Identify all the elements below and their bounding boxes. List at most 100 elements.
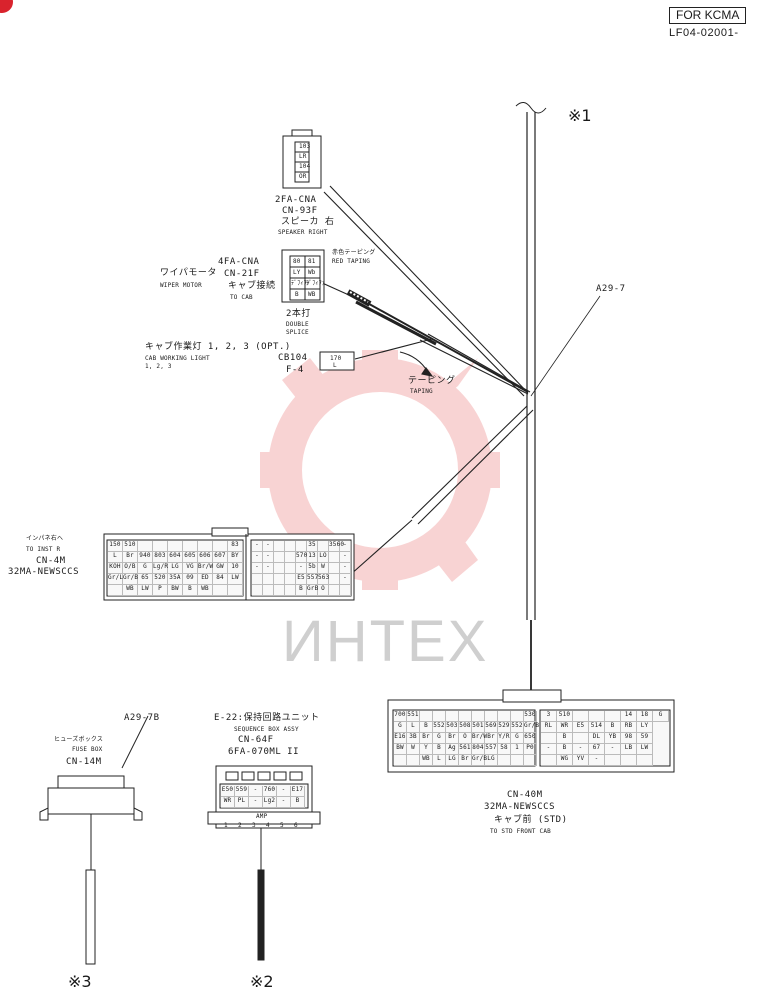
connector-pin	[263, 574, 274, 585]
fuse-cn-number: CN-14M	[66, 757, 102, 767]
connector-pin: 569	[485, 722, 498, 733]
connector-pin	[433, 711, 446, 722]
cn40m-jp-label: キャブ前 (STD)	[494, 815, 568, 825]
wiper-pin: WB	[308, 291, 316, 298]
connector-pin: G	[138, 563, 153, 574]
connector-pin	[274, 585, 285, 596]
wiper-pin: 81	[308, 258, 316, 265]
connector-pin: L	[433, 755, 446, 766]
pin-number: 4	[266, 822, 270, 829]
connector-pin	[541, 755, 557, 766]
connector-pin: B	[291, 797, 305, 808]
speaker-connector	[282, 129, 322, 189]
connector-pin: -	[277, 797, 291, 808]
connector-pin: 3B	[407, 733, 420, 744]
wiper-connector-code: 4FA-CNA	[218, 257, 260, 267]
connector-pin: Y/R	[498, 733, 511, 744]
speaker-pin: OR	[299, 173, 307, 180]
connector-pin: Lg/R	[153, 563, 168, 574]
connector-pin: B	[433, 744, 446, 755]
connector-pin: Br	[485, 733, 498, 744]
connector-pin: LY	[637, 722, 653, 733]
wiper-cn-number: CN-21F	[224, 269, 260, 279]
connector-pin	[329, 585, 340, 596]
connector-pin: -	[589, 755, 605, 766]
connector-pin: 3560	[329, 541, 344, 552]
corner-marker	[0, 0, 13, 13]
connector-pin: Br	[446, 733, 459, 744]
connector-pin: -	[249, 786, 263, 797]
connector-pin: 552	[511, 722, 524, 733]
connector-pin: 1	[511, 744, 524, 755]
double-splice-en: DOUBLE	[286, 321, 309, 328]
connector-pin: P0	[524, 744, 537, 755]
connector-pin	[274, 574, 285, 585]
pin-number: 5	[280, 822, 284, 829]
connector-pin: 551	[407, 711, 420, 722]
connector-pin: Br/W	[472, 733, 487, 744]
connector-pin: BW	[394, 744, 407, 755]
connector-pin: VG	[183, 563, 198, 574]
connector-pin	[274, 541, 285, 552]
connector-pin	[498, 755, 511, 766]
connector-pin: Br	[123, 552, 138, 563]
connector-pin: 570	[296, 552, 307, 563]
connector-pin	[285, 585, 296, 596]
wiper-to-cab-en: TO CAB	[230, 294, 253, 301]
connector-pin	[285, 541, 296, 552]
cn40m-connector-body	[387, 689, 675, 773]
wiper-pin: Wb	[308, 269, 316, 276]
connector-pin	[285, 552, 296, 563]
connector-pin: Br/W	[198, 563, 213, 574]
reference-marker-2: ※2	[250, 972, 274, 991]
sequence-en-label: SEQUENCE BOX ASSY	[234, 726, 299, 733]
connector-pin: W	[407, 744, 420, 755]
connector-pin: -	[340, 563, 351, 574]
connector-pin	[605, 755, 621, 766]
main-harness-trunk	[515, 102, 547, 690]
taping-en: TAPING	[410, 388, 433, 395]
connector-pin	[407, 755, 420, 766]
connector-pin: 510	[123, 541, 138, 552]
fuse-ref-label: A29-7B	[124, 713, 160, 723]
cb104-label: CB104	[278, 353, 308, 363]
connector-pin: -	[340, 541, 351, 552]
connector-pin: 760	[263, 786, 277, 797]
connector-pin: Br	[420, 733, 433, 744]
connector-pin	[263, 585, 274, 596]
connector-pin: -	[296, 563, 307, 574]
connector-pin: LO	[318, 552, 329, 563]
pin-number: 3	[252, 822, 256, 829]
connector-pin	[459, 711, 472, 722]
connector-pin: Gr/L	[108, 574, 123, 585]
connector-pin: ED	[198, 574, 213, 585]
connector-pin	[318, 541, 329, 552]
connector-pin: -	[252, 563, 263, 574]
connector-pin: RB	[621, 722, 637, 733]
connector-pin	[498, 711, 511, 722]
connector-pin: 67	[589, 744, 605, 755]
amp-label: AMP	[256, 813, 268, 820]
connector-pin: WB	[198, 585, 213, 596]
connector-pin	[621, 755, 637, 766]
connector-pin	[138, 541, 153, 552]
connector-pin: 530	[524, 711, 537, 722]
connector-pin: 563	[318, 574, 329, 585]
connector-pin: WR	[557, 722, 573, 733]
connector-pin	[329, 574, 340, 585]
connector-pin	[168, 541, 183, 552]
red-taping-jp: 赤色テーピング	[332, 249, 376, 256]
connector-pin	[274, 552, 285, 563]
wiper-pin: ﾃﾞﾌｨﾌｧ	[306, 280, 326, 287]
connector-pin	[446, 711, 459, 722]
connector-pin: 607	[213, 552, 228, 563]
connector-pin: Gr/B	[524, 722, 539, 733]
connector-pin: 552	[433, 722, 446, 733]
connector-pin	[198, 541, 213, 552]
connector-pin: E16	[394, 733, 407, 744]
connector-pin: -	[277, 786, 291, 797]
connector-pin: Gr/B	[472, 755, 487, 766]
cn40m-type: 32MA-NEWSCCS	[484, 802, 556, 812]
connector-pin: 559	[235, 786, 249, 797]
connector-pin: B	[296, 585, 307, 596]
